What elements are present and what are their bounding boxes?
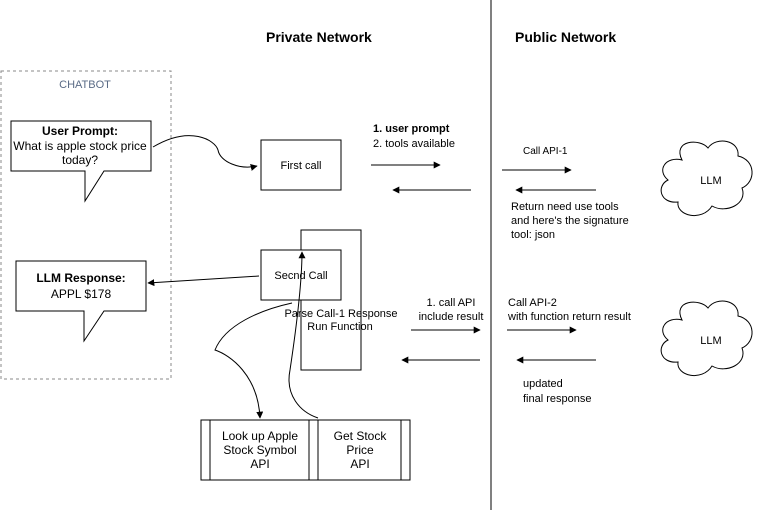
llm-cloud-2 <box>660 300 753 376</box>
call2-line-2: include result <box>419 311 484 323</box>
llm-1-label: LLM <box>700 175 721 187</box>
updated-line-1: updated <box>523 378 563 390</box>
call-api-2-line-1: Call API-2 <box>508 297 557 309</box>
lookup-api-line-3: API <box>250 457 269 471</box>
chatbot-label: CHATBOT <box>59 79 111 91</box>
user-prompt-line-1: What is apple stock price <box>13 139 147 153</box>
llm-response-callout <box>15 260 147 343</box>
call-api-2-line-2: with function return result <box>507 311 631 323</box>
parse-line-2: Run Function <box>307 321 372 333</box>
call1-line-1: 1. user prompt <box>373 123 450 135</box>
llm-response-value: APPL $178 <box>51 287 112 301</box>
call1-line-2: 2. tools available <box>373 138 455 150</box>
first-call-label: First call <box>281 160 322 172</box>
return-line-1: Return need use tools <box>511 201 619 213</box>
price-api-line-1: Get Stock <box>334 429 388 443</box>
lookup-api-line-1: Look up Apple <box>222 429 298 443</box>
price-api-line-3: API <box>350 457 369 471</box>
price-api-line-2: Price <box>346 443 374 457</box>
call2-line-1: 1. call API <box>427 297 476 309</box>
private-network-heading: Private Network <box>266 29 372 45</box>
return-line-2: and here's the signature <box>511 215 629 227</box>
call-api-1-label: Call API-1 <box>523 146 568 157</box>
llm-cloud-1 <box>660 140 753 216</box>
run-to-lookup-api-arrow <box>214 302 293 419</box>
first-call-box <box>260 139 342 191</box>
lookup-api-line-2: Stock Symbol <box>223 443 296 457</box>
chatbot-container <box>0 70 172 380</box>
parse-line-1: Parse Call-1 Response <box>284 308 397 320</box>
price-api-to-second-call-arrow <box>288 251 319 419</box>
updated-line-2: final response <box>523 393 592 405</box>
return-line-3: tool: json <box>511 229 555 241</box>
llm-response-title: LLM Response: <box>36 271 125 285</box>
user-prompt-title: User Prompt: <box>42 124 118 138</box>
stock-price-api-box <box>308 419 411 481</box>
second-call-to-response-arrow <box>147 275 260 287</box>
prompt-to-first-call-arrow <box>152 135 258 171</box>
user-prompt-line-2: today? <box>62 153 98 167</box>
user-prompt-callout <box>10 120 152 203</box>
public-network-heading: Public Network <box>515 29 616 45</box>
llm-2-label: LLM <box>700 335 721 347</box>
